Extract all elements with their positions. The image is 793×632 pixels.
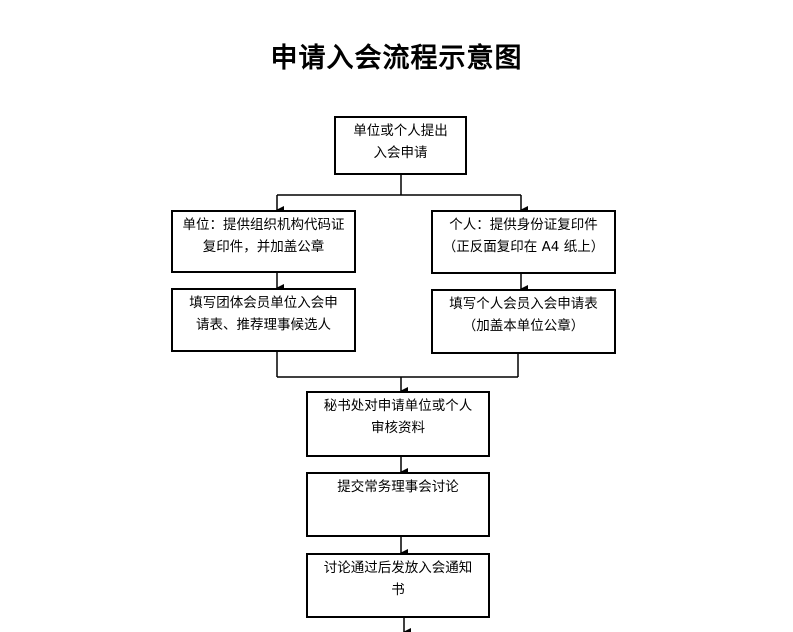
step-notify-line-2: 书 [391,582,405,598]
step-unit-docs-line-2: 复印件，并加盖公章 [202,239,325,255]
step-review-line-2: 审核资料 [371,420,425,436]
step-apply: 单位或个人提出 入会申请 [334,116,467,175]
step-unit-form: 填写团体会员单位入会申 请表、推荐理事候选人 [171,288,356,352]
step-person-form: 填写个人会员入会申请表 （加盖本单位公章） [431,289,616,354]
step-person-docs-line-1: 个人：提供身份证复印件 [449,217,598,233]
step-notify: 讨论通过后发放入会通知 书 [306,553,490,618]
step-unit-form-line-2: 请表、推荐理事候选人 [196,317,331,333]
step-unit-form-line-1: 填写团体会员单位入会申 [189,295,338,311]
step-review: 秘书处对申请单位或个人 审核资料 [306,391,490,457]
step-discuss: 提交常务理事会讨论 [306,472,490,537]
step-apply-line-2: 入会申请 [373,145,428,161]
diagram-title: 申请入会流程示意图 [270,43,523,74]
step-person-form-line-1: 填写个人会员入会申请表 [449,296,598,312]
step-unit-docs: 单位：提供组织机构代码证 复印件，并加盖公章 [171,210,356,273]
step-unit-docs-line-1: 单位：提供组织机构代码证 [182,217,345,233]
step-notify-line-1: 讨论通过后发放入会通知 [323,560,473,576]
step-person-docs: 个人：提供身份证复印件 （正反面复印在 A4 纸上） [431,210,616,274]
step-person-form-line-2: （加盖本单位公章） [462,318,585,334]
step-discuss-line-1: 提交常务理事会讨论 [337,479,459,495]
step-person-docs-line-2: （正反面复印在 A4 纸上） [442,239,605,255]
step-review-line-1: 秘书处对申请单位或个人 [323,398,473,414]
step-apply-line-1: 单位或个人提出 [353,123,448,139]
